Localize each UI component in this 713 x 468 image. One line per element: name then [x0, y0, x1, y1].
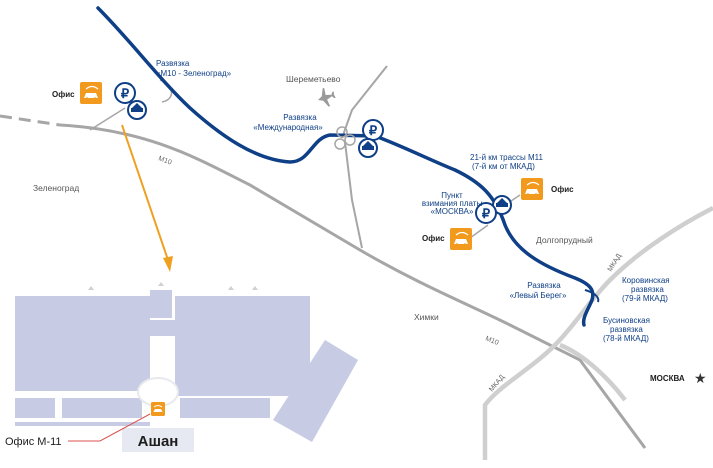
junction-zelenograd-label-1: Развязка [156, 59, 190, 68]
korovinskaya-label-2: развязка [631, 285, 664, 294]
dolgoprudny-label: Долгопрудный [536, 235, 593, 245]
zelenograd-label: Зеленоград [33, 183, 79, 193]
office-m11-label: Офис М-11 [5, 436, 62, 448]
toll-point-label-2: взимания платы [422, 199, 483, 208]
store-block-bottom-left [15, 398, 55, 418]
toll-point-label-3: «МОСКВА» [431, 207, 474, 216]
parking-markers [88, 282, 258, 290]
ruble-icon-zelenograd: ₽ [114, 82, 136, 104]
road-mkad-lower [559, 342, 627, 402]
svg-text:₽: ₽ [482, 206, 491, 221]
korovinskaya-label-3: (79-й МКАД) [622, 294, 668, 303]
levy-bereg-label-2: «Левый Берег» [510, 291, 567, 300]
office-car-icon-1 [80, 82, 102, 104]
store-block-diagonal [273, 340, 358, 442]
office-car-icon-store [151, 402, 165, 416]
office-1-connector [89, 107, 126, 131]
office-label-2: Офис [551, 185, 574, 194]
office-label-1: Офис [52, 90, 75, 99]
moskva-label: МОСКВА [650, 374, 685, 383]
office-label-3: Офис [422, 234, 445, 243]
toll-point-label-1: Пункт [441, 191, 463, 200]
entrance-plaza [137, 377, 179, 407]
orange-arrow [121, 124, 173, 272]
toll-gate-icon-zelenograd [127, 100, 147, 120]
store-plan [15, 290, 358, 442]
toll-road-mkad-ramp [584, 289, 600, 303]
svg-text:₽: ₽ [369, 123, 378, 138]
store-block-top-left [15, 296, 150, 391]
korovinskaya-label-1: Коровинская [622, 276, 670, 285]
junction-intl-label-1: Развязка [283, 113, 317, 122]
road-m10 [59, 123, 647, 449]
store-block-bottom-mid [62, 398, 142, 418]
toll-gate-icon-intl [358, 138, 378, 158]
office-car-icon-3 [450, 228, 472, 250]
businovskaya-label-2: развязка [610, 325, 643, 334]
road-sheremetyevo-south [344, 141, 363, 249]
moskva-star-icon: ★ [694, 370, 707, 386]
store-block-bottom-right [180, 398, 270, 418]
sheremetyevo-label: Шереметьево [286, 74, 341, 84]
auchan-label: Ашан [138, 433, 179, 450]
ruble-icon-intl: ₽ [362, 119, 384, 141]
svg-text:₽: ₽ [121, 86, 130, 101]
levy-bereg-label-1: Развязка [527, 281, 561, 290]
office-m11-pointer [68, 413, 151, 442]
khimki-label: Химки [414, 312, 439, 322]
junction-intl-label-2: «Международная» [253, 123, 323, 132]
road-mkad [482, 205, 713, 460]
km21-label-2: (7-й км от МКАД) [472, 162, 535, 171]
businovskaya-label-1: Бусиновская [603, 316, 650, 325]
m10-label-b: М10 [484, 335, 499, 347]
km21-label-1: 21-й км трассы М11 [470, 153, 544, 162]
office-3-connector [469, 224, 489, 239]
ruble-icon-moskva: ₽ [475, 202, 497, 224]
store-block-center [150, 290, 172, 318]
m10-label-a: М10 [157, 155, 172, 166]
office-car-icon-2 [521, 178, 543, 200]
store-block-mid-right [200, 370, 265, 396]
businovskaya-label-3: (78-й МКАД) [603, 334, 649, 343]
store-block-bottom-strip [15, 422, 150, 426]
airplane-icon [318, 87, 336, 107]
junction-intl-loops [334, 126, 356, 150]
junction-zelenograd-label-2: «M10 - Зеленоград» [156, 69, 232, 78]
auchan-box [122, 428, 194, 452]
road-dashed-left [0, 114, 61, 127]
toll-road-m11 [96, 6, 595, 327]
store-block-connector [118, 320, 182, 336]
